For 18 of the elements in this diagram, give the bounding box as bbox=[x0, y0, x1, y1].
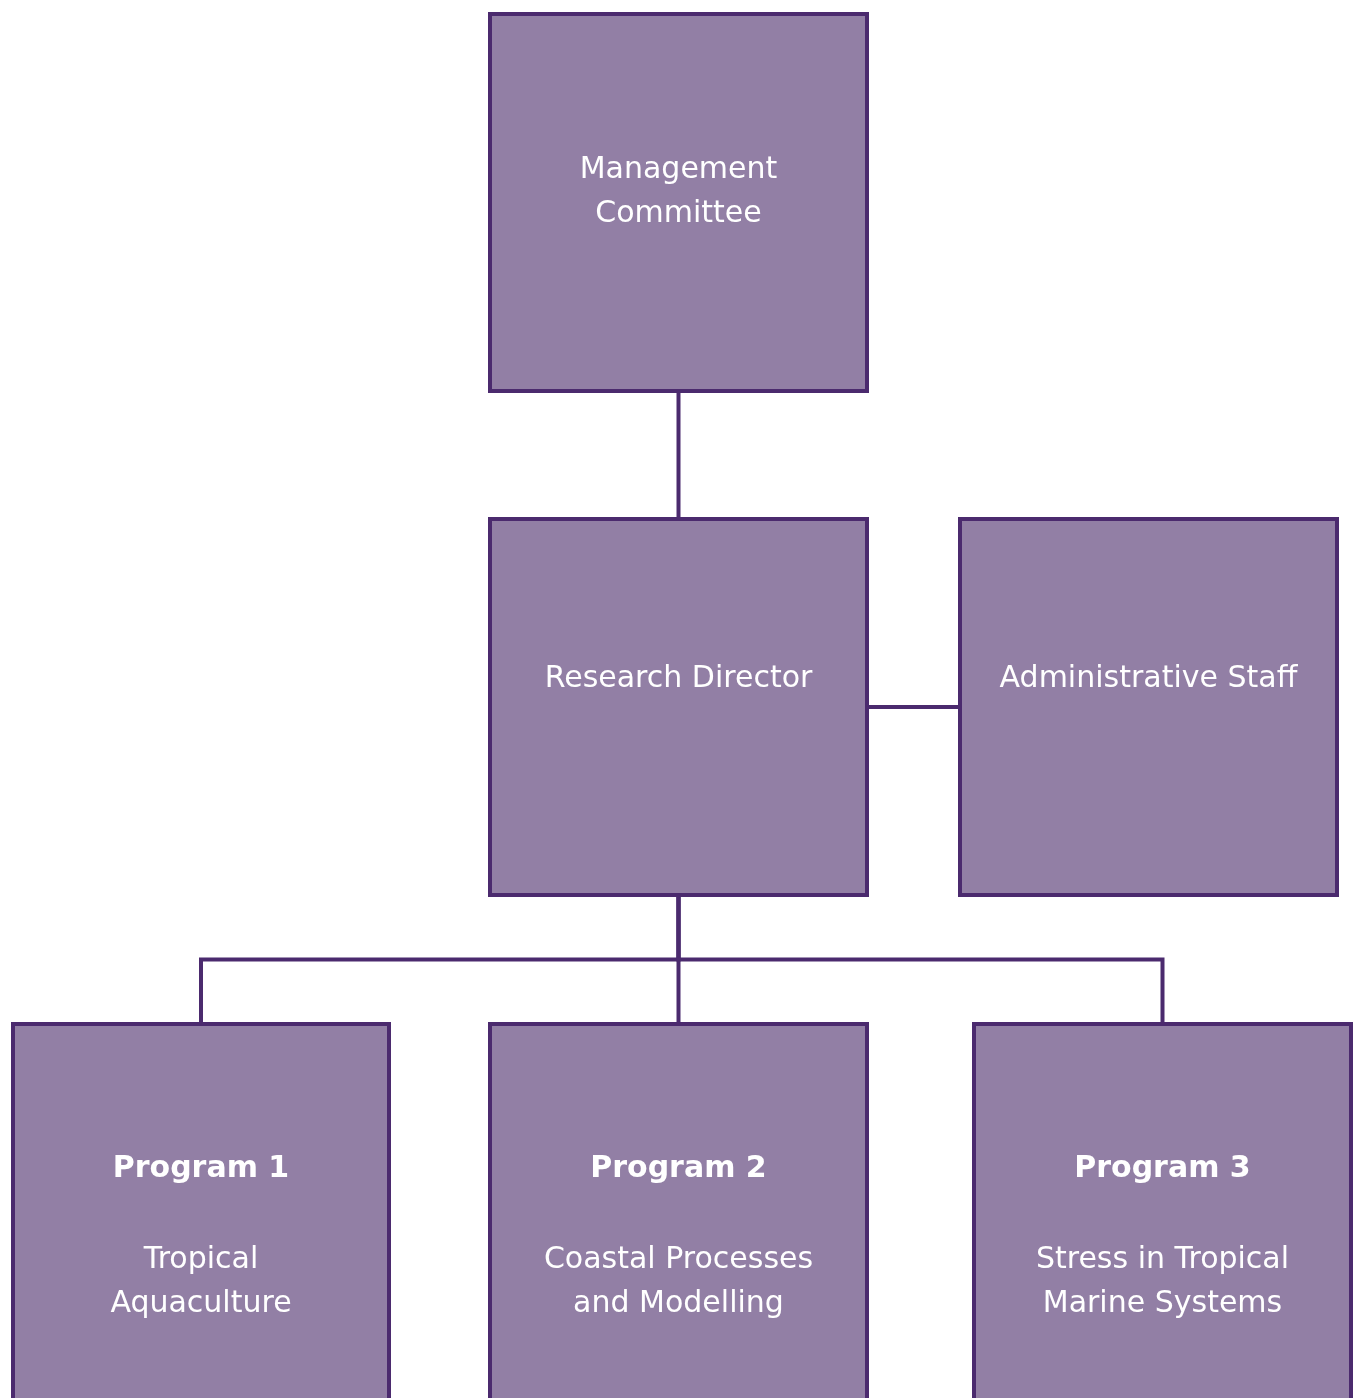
program-title: Program 2 bbox=[590, 1148, 767, 1186]
box-label: Management Committee bbox=[578, 149, 779, 231]
connector-line bbox=[676, 393, 681, 517]
connector-line bbox=[869, 705, 958, 709]
org-box bbox=[972, 1022, 1353, 1398]
org-box bbox=[11, 1022, 391, 1398]
org-box bbox=[488, 12, 869, 393]
program-title: Program 1 bbox=[112, 1148, 290, 1186]
org-box bbox=[488, 517, 869, 897]
program-title: Program 3 bbox=[1074, 1148, 1251, 1186]
box-label: Stress in Tropical Marine Systems bbox=[1034, 1239, 1291, 1321]
box-label: Administrative Staff bbox=[999, 658, 1298, 696]
box-label: Coastal Processes and Modelling bbox=[542, 1239, 815, 1321]
org-box bbox=[958, 517, 1339, 897]
connector-line bbox=[676, 897, 1165, 1022]
box-label: Tropical Aquaculture bbox=[109, 1239, 293, 1321]
org-box bbox=[488, 1022, 869, 1398]
box-label: Research Director bbox=[544, 658, 813, 696]
